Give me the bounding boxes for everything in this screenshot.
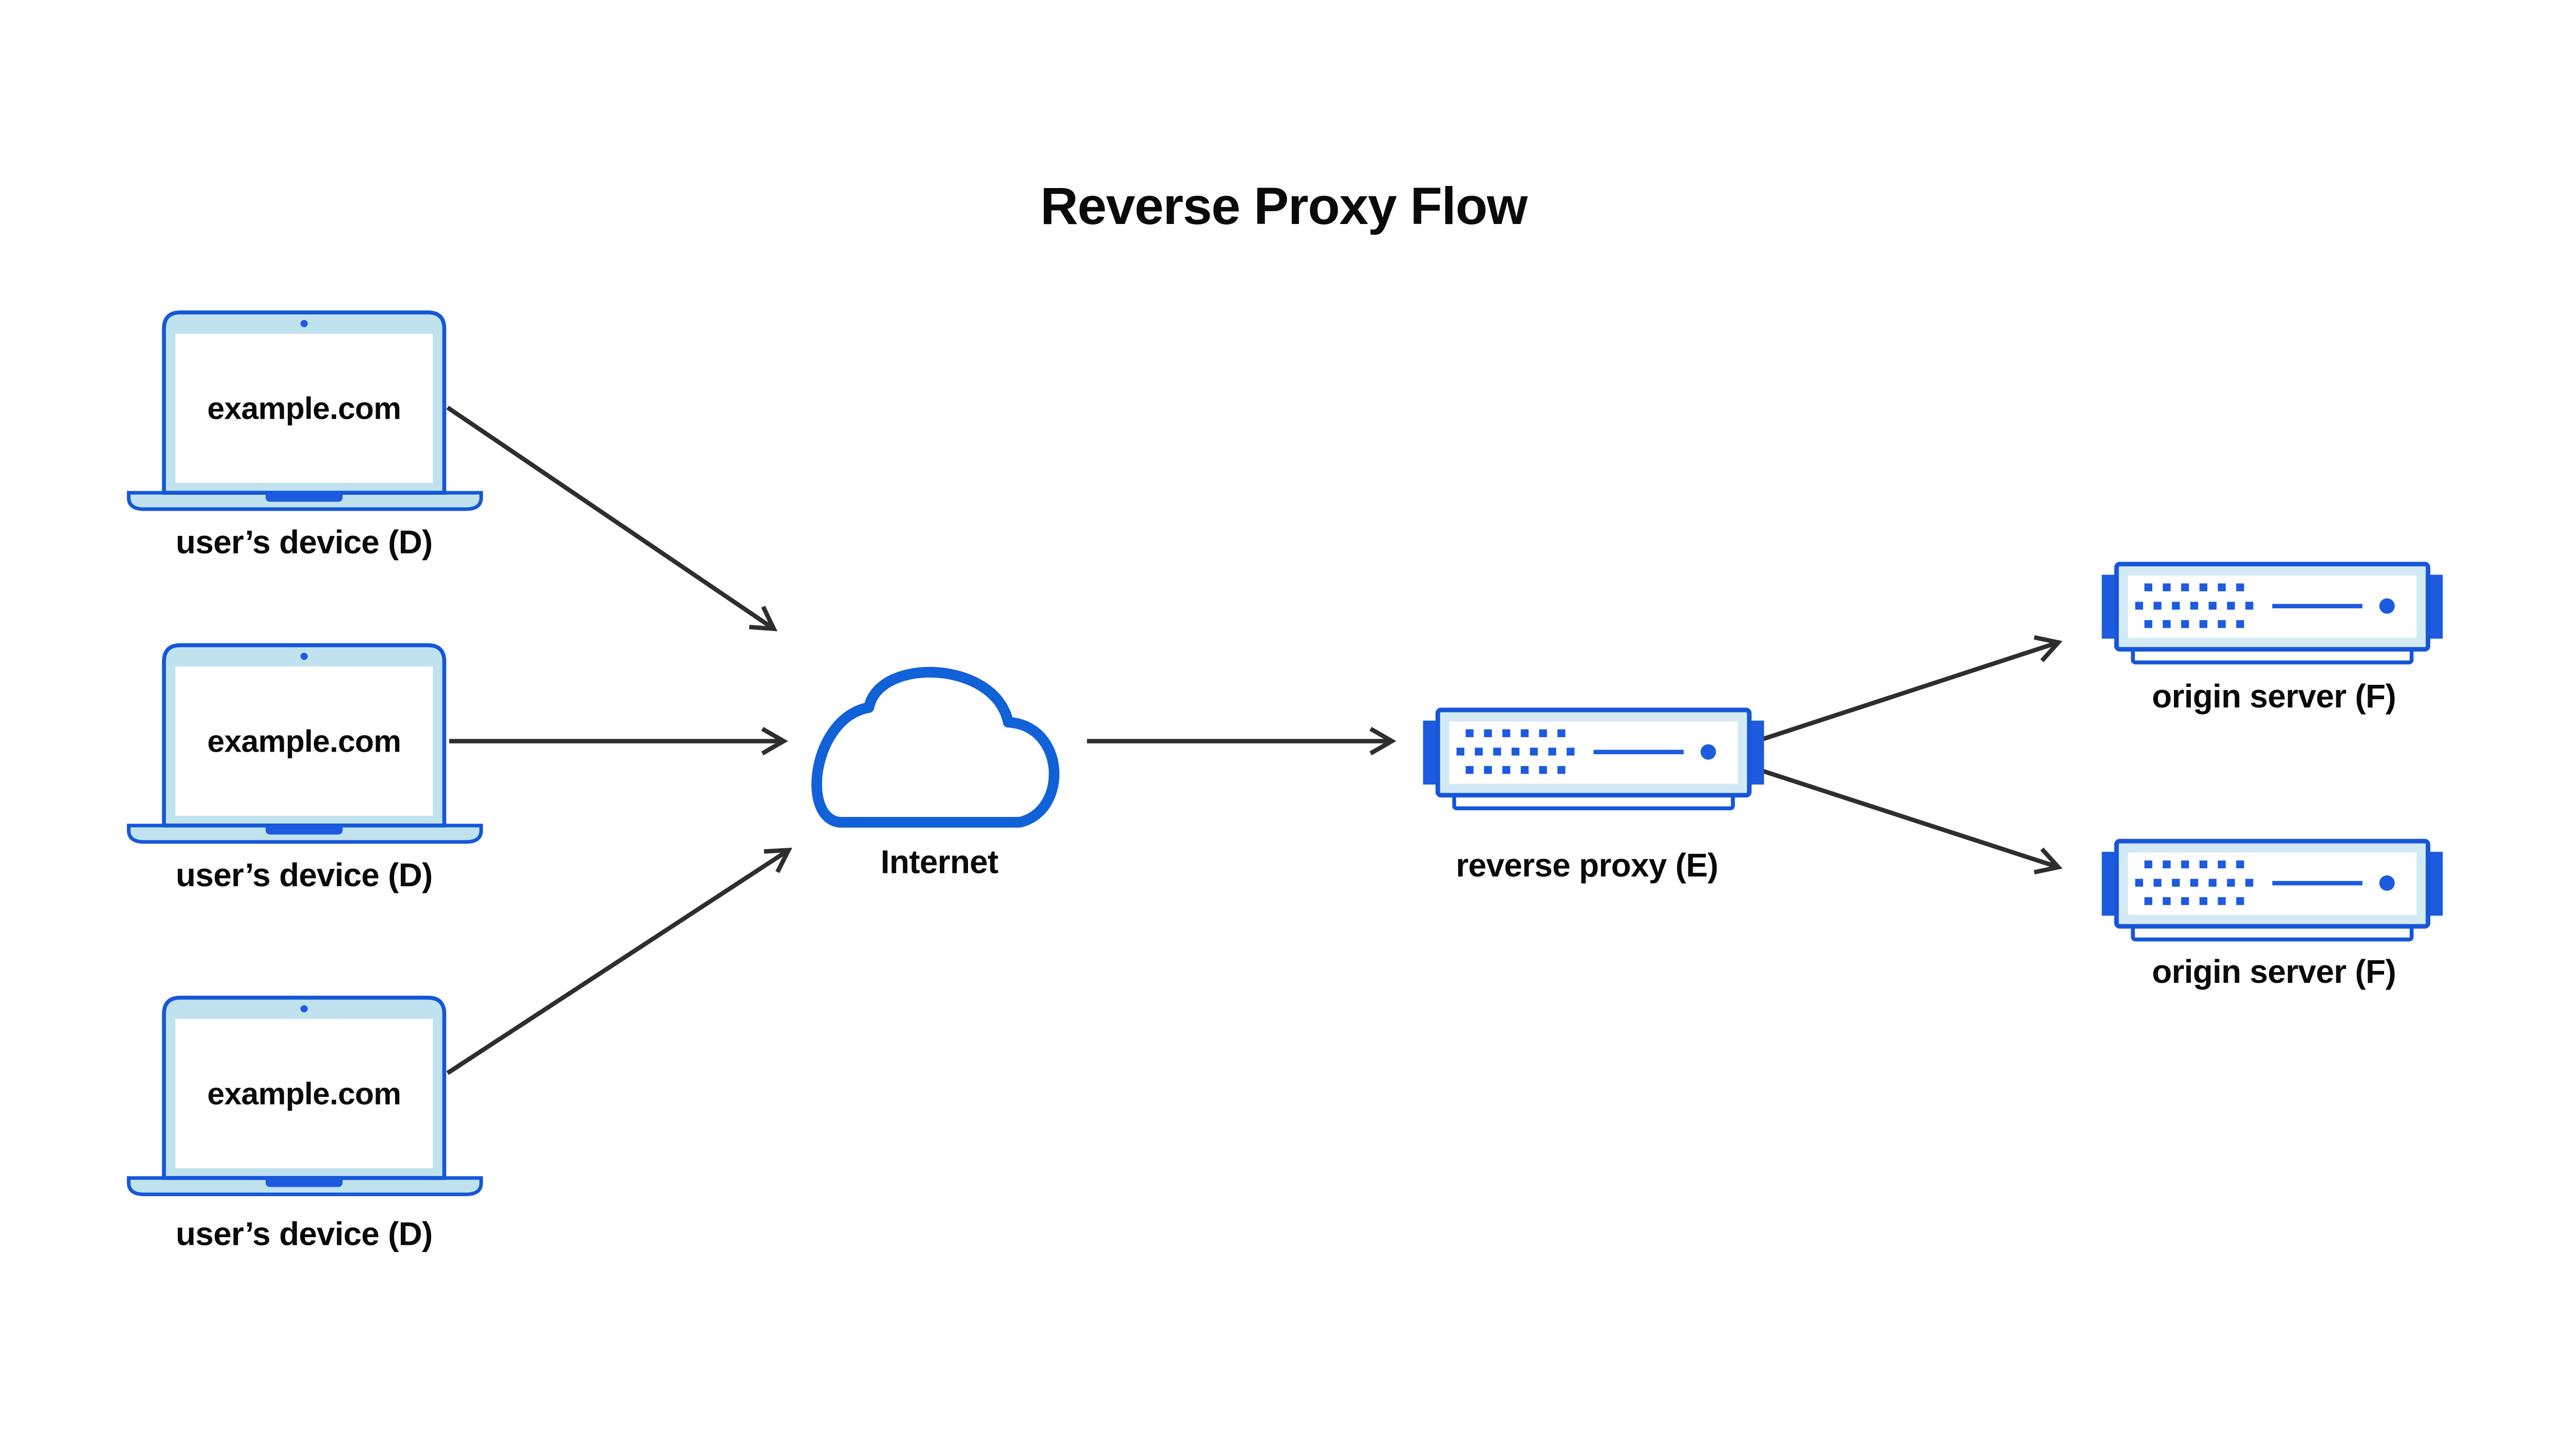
origin-server-label: origin server (F) [2152,953,2396,990]
server-icon [1423,710,1764,808]
arrow-proxy-to-origin1 [1758,635,2063,743]
device-screen-text: example.com [207,723,401,758]
internet-node: Internet [811,667,1059,880]
arrow-device1-to-internet [446,405,778,631]
reverse-proxy-label: reverse proxy (E) [1456,847,1718,884]
user-device-1: example.com user’s device (D) [128,312,481,561]
device-label: user’s device (D) [176,524,433,561]
cloud-icon [811,667,1059,828]
reverse-proxy-node: reverse proxy (E) [1423,710,1764,884]
origin-server-label: origin server (F) [2152,678,2396,715]
arrow-device3-to-internet [446,848,792,1075]
arrow-device2-to-internet [449,726,788,756]
origin-server-2: origin server (F) [2102,841,2443,990]
user-device-2: example.com user’s device (D) [128,645,481,893]
device-label: user’s device (D) [176,1216,433,1253]
arrow-internet-to-proxy [1087,726,1397,756]
arrow-proxy-to-origin2 [1758,768,2063,875]
server-icon [2102,564,2443,662]
server-icon [2102,841,2443,939]
origin-server-1: origin server (F) [2102,564,2443,715]
device-screen-text: example.com [207,391,401,426]
page-title: Reverse Proxy Flow [1040,177,1528,235]
device-screen-text: example.com [207,1076,401,1111]
internet-label: Internet [881,843,998,880]
device-label: user’s device (D) [176,856,433,893]
user-device-3: example.com user’s device (D) [128,998,481,1253]
